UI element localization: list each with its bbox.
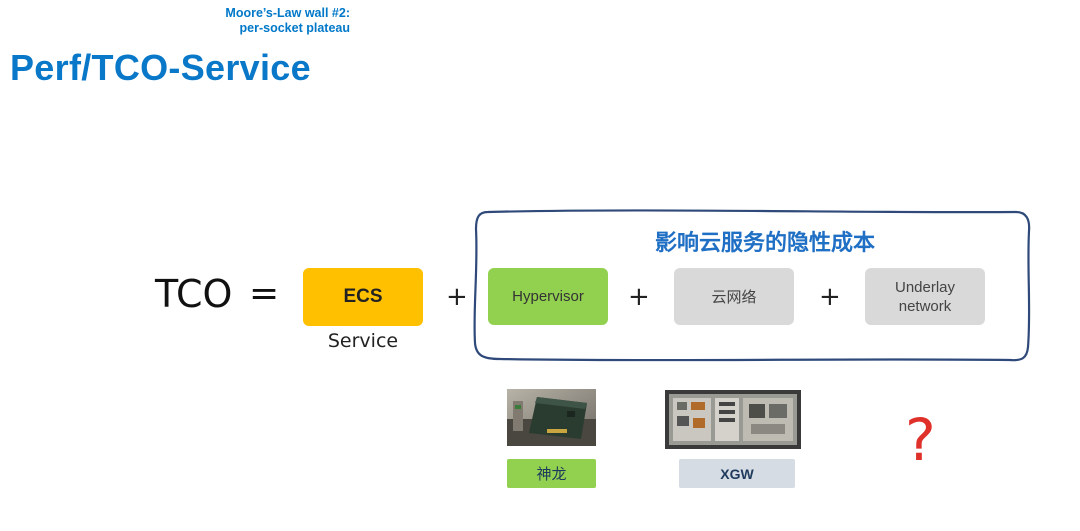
underlay-label-line-2: network	[898, 297, 952, 315]
question-mark: ?	[905, 406, 936, 474]
subtitle: Moore’s-Law wall #2: per-socket plateau	[150, 6, 350, 36]
plus-sign-3: +	[819, 282, 841, 312]
bare-metal-card-photo	[507, 389, 596, 446]
shenlong-tag: 神龙	[507, 459, 596, 488]
underlay-network-box: Underlay network	[865, 268, 985, 325]
tco-term: TCO	[155, 272, 233, 316]
plus-sign-2: +	[628, 282, 650, 312]
xgw-tag: XGW	[679, 459, 795, 488]
subtitle-line-2: per-socket plateau	[239, 21, 350, 35]
underlay-label-line-1: Underlay	[894, 278, 956, 296]
hidden-cost-title: 影响云服务的隐性成本	[654, 231, 875, 256]
hypervisor-label: Hypervisor	[512, 288, 584, 305]
ecs-label: ECS	[343, 286, 383, 307]
equals-sign: =	[249, 273, 280, 314]
page-title: Perf/TCO-Service	[10, 47, 311, 88]
hypervisor-box: Hypervisor	[488, 268, 608, 325]
ecs-caption: Service	[327, 330, 399, 352]
cloud-network-box: 云网络	[674, 268, 794, 325]
xgw-server-photo	[665, 390, 801, 449]
cloud-network-label: 云网络	[711, 288, 757, 306]
xgw-label: XGW	[720, 465, 754, 482]
ecs-box: ECS	[303, 268, 423, 326]
hidden-cost-bracket	[473, 209, 1031, 362]
plus-sign-1: +	[446, 282, 468, 312]
subtitle-line-1: Moore’s-Law wall #2:	[225, 6, 350, 20]
shenlong-label: 神龙	[536, 465, 567, 483]
